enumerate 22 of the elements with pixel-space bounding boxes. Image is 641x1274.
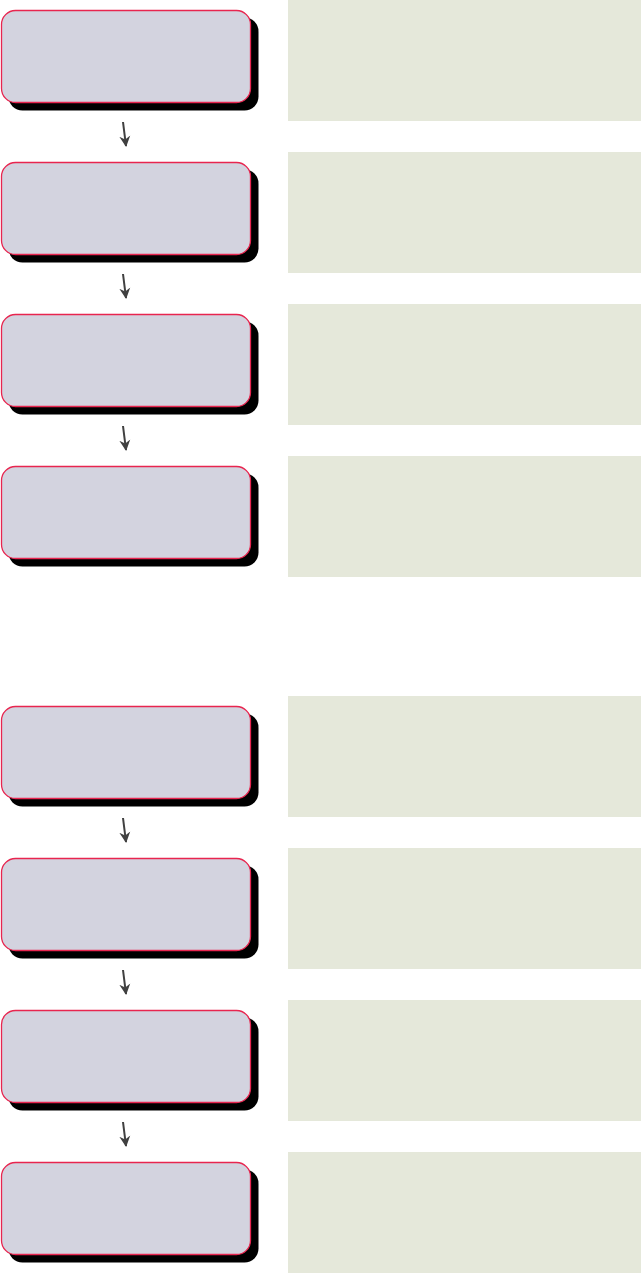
side-panel xyxy=(288,848,641,969)
arrow xyxy=(119,969,131,996)
side-panel xyxy=(288,1152,641,1273)
process-box xyxy=(1,466,259,567)
process-box xyxy=(1,858,259,959)
arrow xyxy=(119,817,131,844)
side-panel xyxy=(288,304,641,425)
arrow xyxy=(119,425,131,452)
side-panel xyxy=(288,1000,641,1121)
process-box xyxy=(1,1162,259,1263)
side-panel xyxy=(288,456,641,577)
arrow xyxy=(119,121,131,148)
process-box xyxy=(1,10,259,111)
process-box xyxy=(1,314,259,415)
side-panel xyxy=(288,696,641,817)
side-panel xyxy=(288,0,641,121)
process-box xyxy=(1,162,259,263)
side-panel xyxy=(288,152,641,273)
arrow xyxy=(119,1121,131,1148)
process-box xyxy=(1,706,259,807)
process-box xyxy=(1,1010,259,1111)
arrow xyxy=(119,273,131,300)
